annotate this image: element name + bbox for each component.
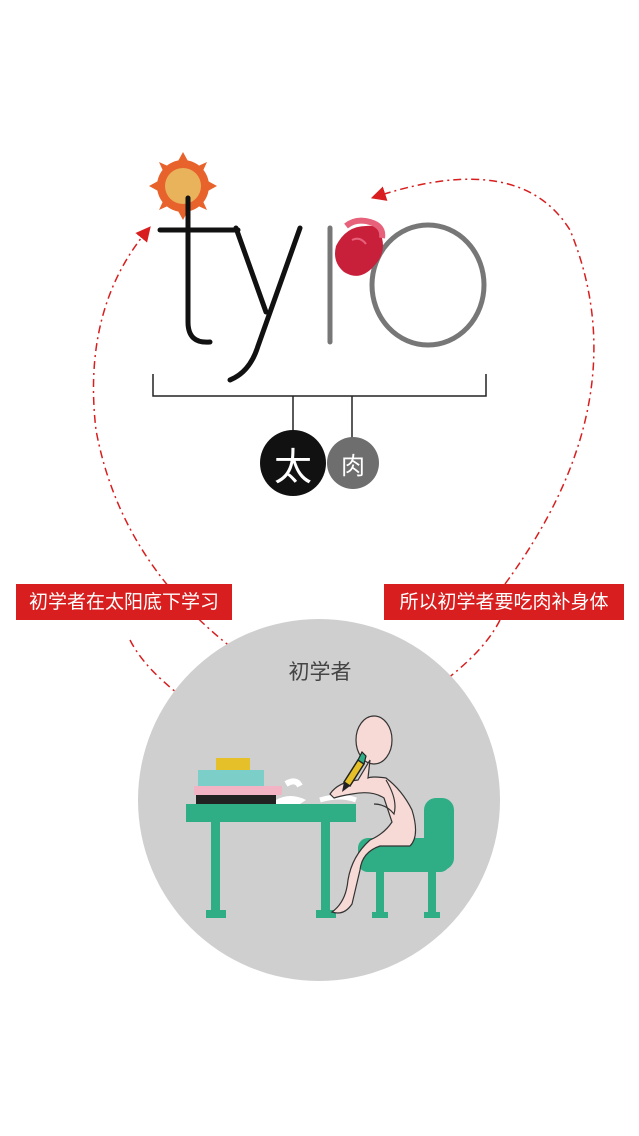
logo-bracket xyxy=(152,374,487,438)
tyro-logo xyxy=(157,195,487,383)
logo-letter-y xyxy=(233,225,269,315)
meat-caption: 所以初学者要吃肉补身体 xyxy=(384,584,624,620)
meat-icon xyxy=(335,217,386,276)
logo-letter-o xyxy=(369,222,487,348)
scene-circle xyxy=(138,619,500,981)
logo-char-tai: 太 xyxy=(260,430,326,496)
books-icon xyxy=(194,758,282,804)
pencil-icon xyxy=(342,750,367,792)
sun-caption: 初学者在太阳底下学习 xyxy=(16,584,232,620)
arrow-up-to-meat xyxy=(370,178,595,585)
chair-icon xyxy=(358,798,454,918)
sun-icon xyxy=(149,152,217,220)
scene-title: 初学者 xyxy=(288,660,352,684)
logo-letter-t xyxy=(185,195,213,345)
desk-icon xyxy=(186,804,356,918)
student-figure-icon xyxy=(329,715,417,914)
logo-char-rou: 肉 xyxy=(327,437,379,489)
